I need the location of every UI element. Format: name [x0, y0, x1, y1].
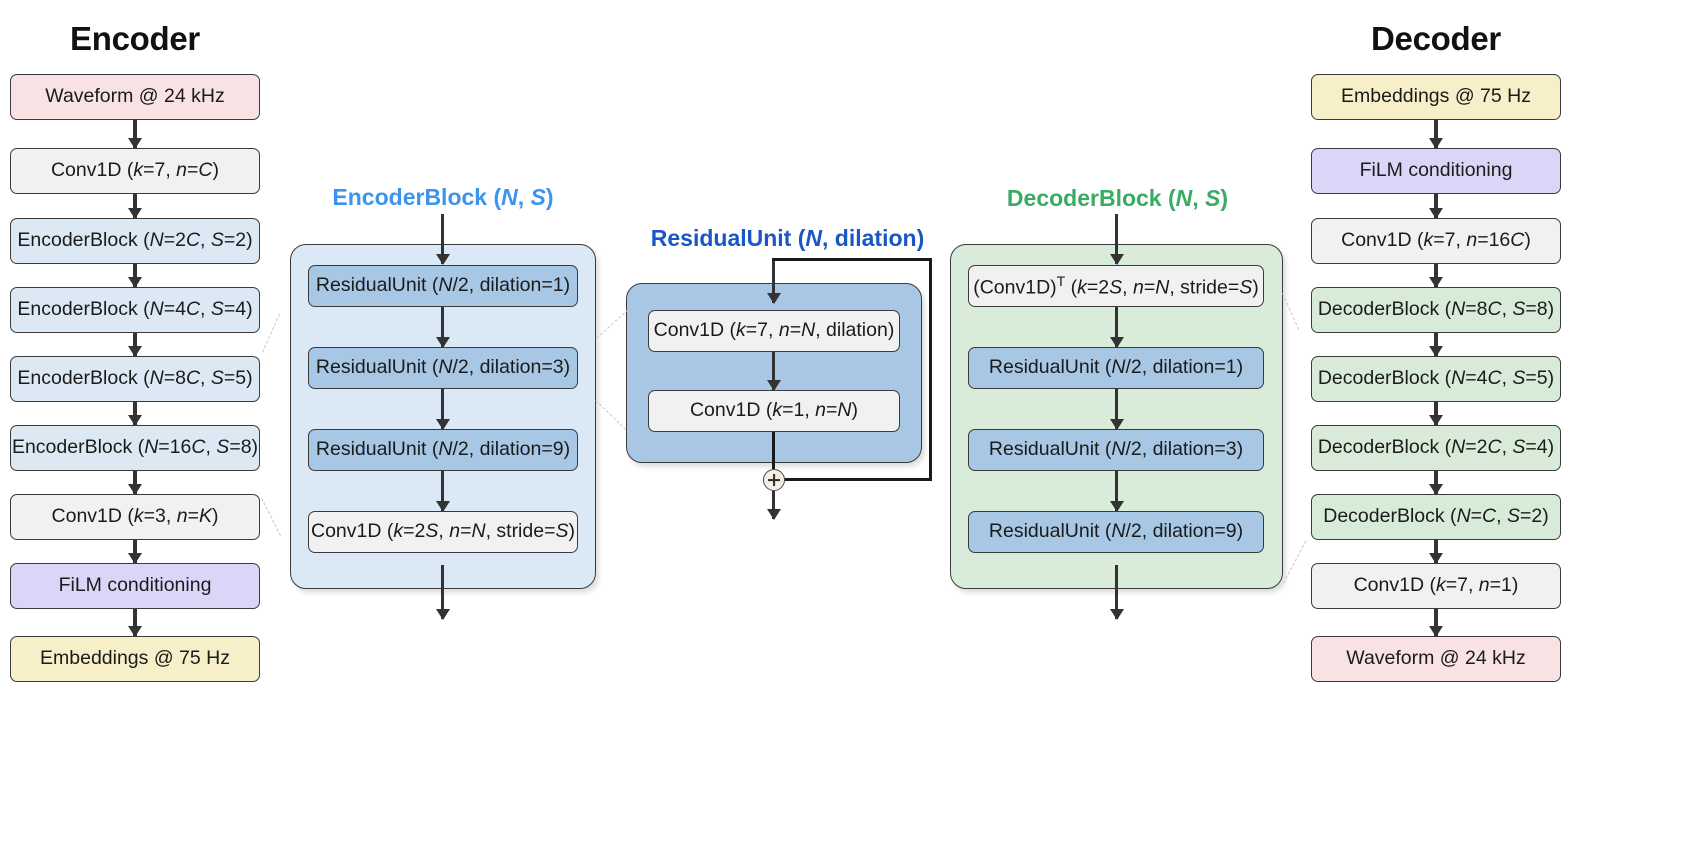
skip-wire-right	[929, 258, 933, 481]
arrow-into-residual-unit	[772, 258, 776, 303]
decoder-node-4[interactable]: DecoderBlock (N=4C, S=5)	[1311, 356, 1561, 402]
node-label: Waveform @ 24 kHz	[45, 85, 225, 108]
arrow-into-encoder-block	[441, 214, 445, 264]
encoder-block-inner-3[interactable]: Conv1D (k=2S, n=N, stride=S)	[308, 511, 578, 553]
encoder-node-0[interactable]: Waveform @ 24 kHz	[10, 74, 260, 120]
decoder-arrow-3	[1434, 333, 1438, 356]
node-label: Conv1D (k=7, n=N, dilation)	[653, 319, 895, 342]
encoder-block-inner-arrow-2	[441, 471, 445, 511]
decoder-node-2[interactable]: Conv1D (k=7, n=16C)	[1311, 218, 1561, 264]
zoom-connector-encoder-top	[262, 313, 280, 353]
node-label: EncoderBlock (N=8C, S=5)	[17, 367, 253, 390]
node-label: ResidualUnit (N/2, dilation=1)	[988, 356, 1244, 379]
arrow-into-decoder-block	[1115, 214, 1119, 264]
encoder-arrow-2	[133, 264, 137, 287]
residual-unit-inner-0[interactable]: Conv1D (k=7, n=N, dilation)	[648, 310, 900, 352]
zoom-connector-decoder-bottom	[1283, 540, 1307, 584]
node-label: ResidualUnit (N/2, dilation=9)	[315, 438, 571, 461]
arrow-out-decoder-block	[1115, 565, 1119, 619]
encoder-node-8[interactable]: Embeddings @ 75 Hz	[10, 636, 260, 682]
decoder-block-inner-arrow-0	[1115, 307, 1119, 347]
decoder-arrow-6	[1434, 540, 1438, 563]
encoder-block-inner-0[interactable]: ResidualUnit (N/2, dilation=1)	[308, 265, 578, 307]
node-label: EncoderBlock (N=16C, S=8)	[11, 436, 259, 459]
node-label: Conv1D (k=7, n=16C)	[1341, 229, 1531, 252]
node-label: Waveform @ 24 kHz	[1346, 647, 1526, 670]
decoder-node-6[interactable]: DecoderBlock (N=C, S=2)	[1311, 494, 1561, 540]
decoder-node-8[interactable]: Waveform @ 24 kHz	[1311, 636, 1561, 682]
decoder-arrow-1	[1434, 194, 1438, 218]
residual-unit-panel-title: ResidualUnit (N, dilation)	[650, 225, 925, 251]
node-label: FiLM conditioning	[58, 574, 212, 597]
skip-wire-top	[772, 258, 932, 262]
node-label: Conv1D (k=7, n=C)	[50, 159, 220, 182]
residual-unit-inner-arrow-0	[772, 352, 776, 390]
encoder-node-6[interactable]: Conv1D (k=3, n=K)	[10, 494, 260, 540]
residual-unit-inner-1[interactable]: Conv1D (k=1, n=N)	[648, 390, 900, 432]
skip-wire-vertical-stub	[772, 432, 776, 469]
encoder-block-inner-2[interactable]: ResidualUnit (N/2, dilation=9)	[308, 429, 578, 471]
node-label: DecoderBlock (N=4C, S=5)	[1317, 367, 1555, 390]
encoder-arrow-3	[133, 333, 137, 356]
decoder-arrow-4	[1434, 402, 1438, 425]
node-label: (Conv1D)T (k=2S, n=N, stride=S)	[973, 272, 1259, 299]
encoder-column-title: Encoder	[70, 20, 200, 57]
encoder-arrow-7	[133, 609, 137, 636]
encoder-node-4[interactable]: EncoderBlock (N=8C, S=5)	[10, 356, 260, 402]
encoder-node-1[interactable]: Conv1D (k=7, n=C)	[10, 148, 260, 194]
encoder-arrow-5	[133, 471, 137, 494]
node-label: ResidualUnit (N/2, dilation=3)	[315, 356, 571, 379]
decoder-block-panel-title: DecoderBlock (N, S)	[1006, 185, 1229, 211]
encoder-block-inner-1[interactable]: ResidualUnit (N/2, dilation=3)	[308, 347, 578, 389]
node-label: ResidualUnit (N/2, dilation=9)	[988, 520, 1244, 543]
encoder-block-inner-arrow-1	[441, 389, 445, 429]
node-label: EncoderBlock (N=2C, S=2)	[17, 229, 253, 252]
decoder-arrow-2	[1434, 264, 1438, 287]
decoder-block-inner-2[interactable]: ResidualUnit (N/2, dilation=3)	[968, 429, 1264, 471]
node-label: Conv1D (k=2S, n=N, stride=S)	[311, 520, 575, 543]
node-label: Conv1D (k=7, n=1)	[1353, 574, 1519, 597]
node-label: EncoderBlock (N=4C, S=4)	[17, 298, 253, 321]
decoder-node-0[interactable]: Embeddings @ 75 Hz	[1311, 74, 1561, 120]
node-label: DecoderBlock (N=C, S=2)	[1323, 505, 1549, 528]
encoder-arrow-1	[133, 194, 137, 218]
decoder-block-inner-3[interactable]: ResidualUnit (N/2, dilation=9)	[968, 511, 1264, 553]
encoder-node-5[interactable]: EncoderBlock (N=16C, S=8)	[10, 425, 260, 471]
arrow-out-residual-unit	[772, 491, 776, 519]
decoder-block-inner-arrow-1	[1115, 389, 1119, 429]
encoder-arrow-6	[133, 540, 137, 563]
decoder-node-3[interactable]: DecoderBlock (N=8C, S=8)	[1311, 287, 1561, 333]
node-label: Embeddings @ 75 Hz	[1341, 85, 1531, 108]
node-label: ResidualUnit (N/2, dilation=3)	[988, 438, 1244, 461]
decoder-node-7[interactable]: Conv1D (k=7, n=1)	[1311, 563, 1561, 609]
encoder-block-panel-title: EncoderBlock (N, S)	[332, 184, 554, 210]
decoder-arrow-7	[1434, 609, 1438, 636]
residual-sum-node	[763, 469, 785, 491]
node-label: Conv1D (k=1, n=N)	[689, 399, 859, 422]
encoder-arrow-0	[133, 120, 137, 148]
skip-wire-bottom	[784, 478, 932, 482]
encoder-block-inner-arrow-0	[441, 307, 445, 347]
node-label: ResidualUnit (N/2, dilation=1)	[315, 274, 571, 297]
encoder-node-7[interactable]: FiLM conditioning	[10, 563, 260, 609]
node-label: DecoderBlock (N=2C, S=4)	[1317, 436, 1555, 459]
zoom-connector-decoder-top	[1282, 293, 1300, 330]
decoder-node-1[interactable]: FiLM conditioning	[1311, 148, 1561, 194]
decoder-block-inner-1[interactable]: ResidualUnit (N/2, dilation=1)	[968, 347, 1264, 389]
decoder-column-title: Decoder	[1371, 20, 1501, 57]
decoder-arrow-5	[1434, 471, 1438, 494]
node-label: DecoderBlock (N=8C, S=8)	[1317, 298, 1555, 321]
node-label: Embeddings @ 75 Hz	[40, 647, 230, 670]
encoder-node-3[interactable]: EncoderBlock (N=4C, S=4)	[10, 287, 260, 333]
encoder-arrow-4	[133, 402, 137, 425]
decoder-arrow-0	[1434, 120, 1438, 148]
decoder-block-inner-0[interactable]: (Conv1D)T (k=2S, n=N, stride=S)	[968, 265, 1264, 307]
zoom-connector-encoder-bottom	[261, 498, 282, 536]
node-label: FiLM conditioning	[1359, 159, 1513, 182]
node-label: Conv1D (k=3, n=K)	[51, 505, 219, 528]
decoder-node-5[interactable]: DecoderBlock (N=2C, S=4)	[1311, 425, 1561, 471]
encoder-node-2[interactable]: EncoderBlock (N=2C, S=2)	[10, 218, 260, 264]
decoder-block-inner-arrow-2	[1115, 471, 1119, 511]
arrow-out-encoder-block	[441, 565, 445, 619]
